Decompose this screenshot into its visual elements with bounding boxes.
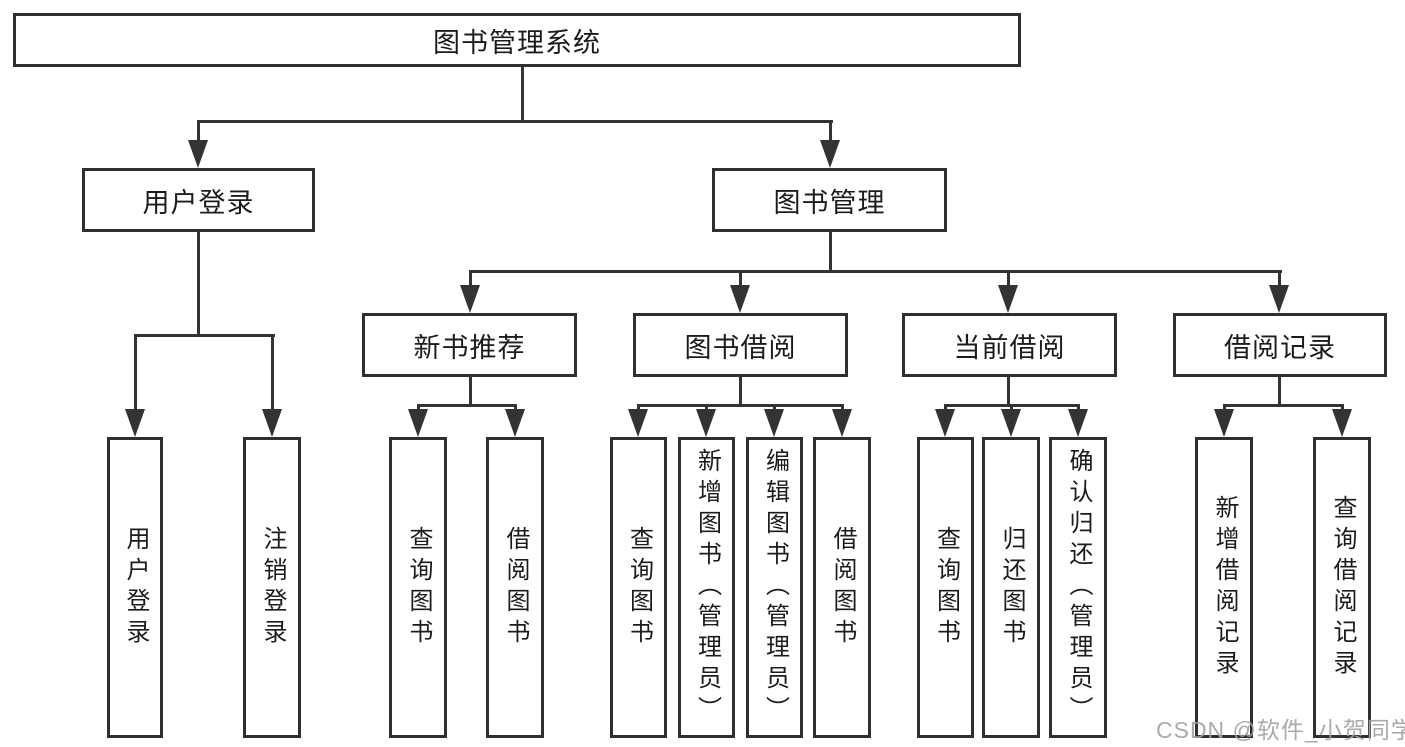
leaf-query-books-borrow: 查询图书 (610, 437, 667, 738)
connector-line (1278, 377, 1281, 405)
connector-line (1007, 377, 1010, 405)
arrow-down-icon (764, 409, 784, 437)
arrow-down-icon (1214, 409, 1234, 437)
connector-line (1007, 270, 1010, 288)
arrow-down-icon (628, 409, 648, 437)
arrow-down-icon (1001, 409, 1021, 437)
node-book-management: 图书管理 (712, 168, 947, 232)
connector-line (197, 120, 200, 144)
connector-line (271, 334, 274, 412)
connector-line (197, 120, 833, 123)
connector-line (944, 404, 947, 412)
arrow-down-icon (998, 285, 1018, 313)
connector-line (469, 270, 472, 288)
connector-line (739, 377, 742, 405)
connector-line (773, 404, 776, 412)
arrow-down-icon (1269, 285, 1289, 313)
arrow-down-icon (696, 409, 716, 437)
arrow-down-icon (505, 409, 525, 437)
node-book-borrow: 图书借阅 (633, 313, 848, 377)
arrow-down-icon (1332, 409, 1352, 437)
connector-line (1278, 270, 1281, 288)
arrow-down-icon (408, 409, 428, 437)
leaf-query-books-current: 查询图书 (917, 437, 974, 738)
connector-line (637, 404, 640, 412)
connector-line (134, 334, 137, 412)
node-library-system: 图书管理系统 (13, 13, 1021, 67)
connector-line (469, 377, 472, 405)
leaf-borrow-books: 借阅图书 (813, 437, 871, 738)
leaf-confirm-return-admin: 确认归还（管理员） (1049, 437, 1107, 738)
node-user-login: 用户登录 (82, 168, 315, 232)
connector-line (1077, 404, 1080, 412)
arrow-down-icon (262, 409, 282, 437)
leaf-add-book-admin: 新增图书（管理员） (678, 437, 735, 738)
leaf-return-book: 归还图书 (982, 437, 1040, 738)
leaf-logout: 注销登录 (243, 437, 301, 738)
connector-line (705, 404, 708, 412)
arrow-down-icon (730, 285, 750, 313)
connector-line (1010, 404, 1013, 412)
arrow-down-icon (1068, 409, 1088, 437)
connector-line (417, 404, 420, 412)
node-new-book-recommend: 新书推荐 (362, 313, 577, 377)
connector-line (829, 232, 832, 271)
arrow-down-icon (188, 140, 208, 168)
arrow-down-icon (820, 140, 840, 168)
arrow-down-icon (935, 409, 955, 437)
leaf-query-books-recommend: 查询图书 (389, 437, 447, 738)
node-borrow-records: 借阅记录 (1173, 313, 1387, 377)
connector-line (197, 232, 200, 335)
connector-line (739, 270, 742, 288)
leaf-add-borrow-record: 新增借阅记录 (1195, 437, 1253, 738)
connector-line (1223, 404, 1226, 412)
connector-line (829, 120, 832, 144)
arrow-down-icon (460, 285, 480, 313)
watermark: CSDN @软件_小贺同学 (1156, 717, 1405, 743)
leaf-query-borrow-record: 查询借阅记录 (1313, 437, 1371, 738)
connector-line (637, 404, 844, 407)
leaf-borrow-books-recommend: 借阅图书 (486, 437, 544, 738)
arrow-down-icon (832, 409, 852, 437)
connector-line (1341, 404, 1344, 412)
connector-line (134, 334, 275, 337)
connector-line (521, 67, 524, 120)
connector-line (417, 404, 517, 407)
node-current-borrow: 当前借阅 (902, 313, 1117, 377)
leaf-edit-book-admin: 编辑图书（管理员） (746, 437, 803, 738)
connector-line (841, 404, 844, 412)
leaf-user-login: 用户登录 (107, 437, 163, 738)
connector-line (1223, 404, 1344, 407)
connector-line (514, 404, 517, 412)
arrow-down-icon (125, 409, 145, 437)
connector-line (469, 270, 1282, 273)
